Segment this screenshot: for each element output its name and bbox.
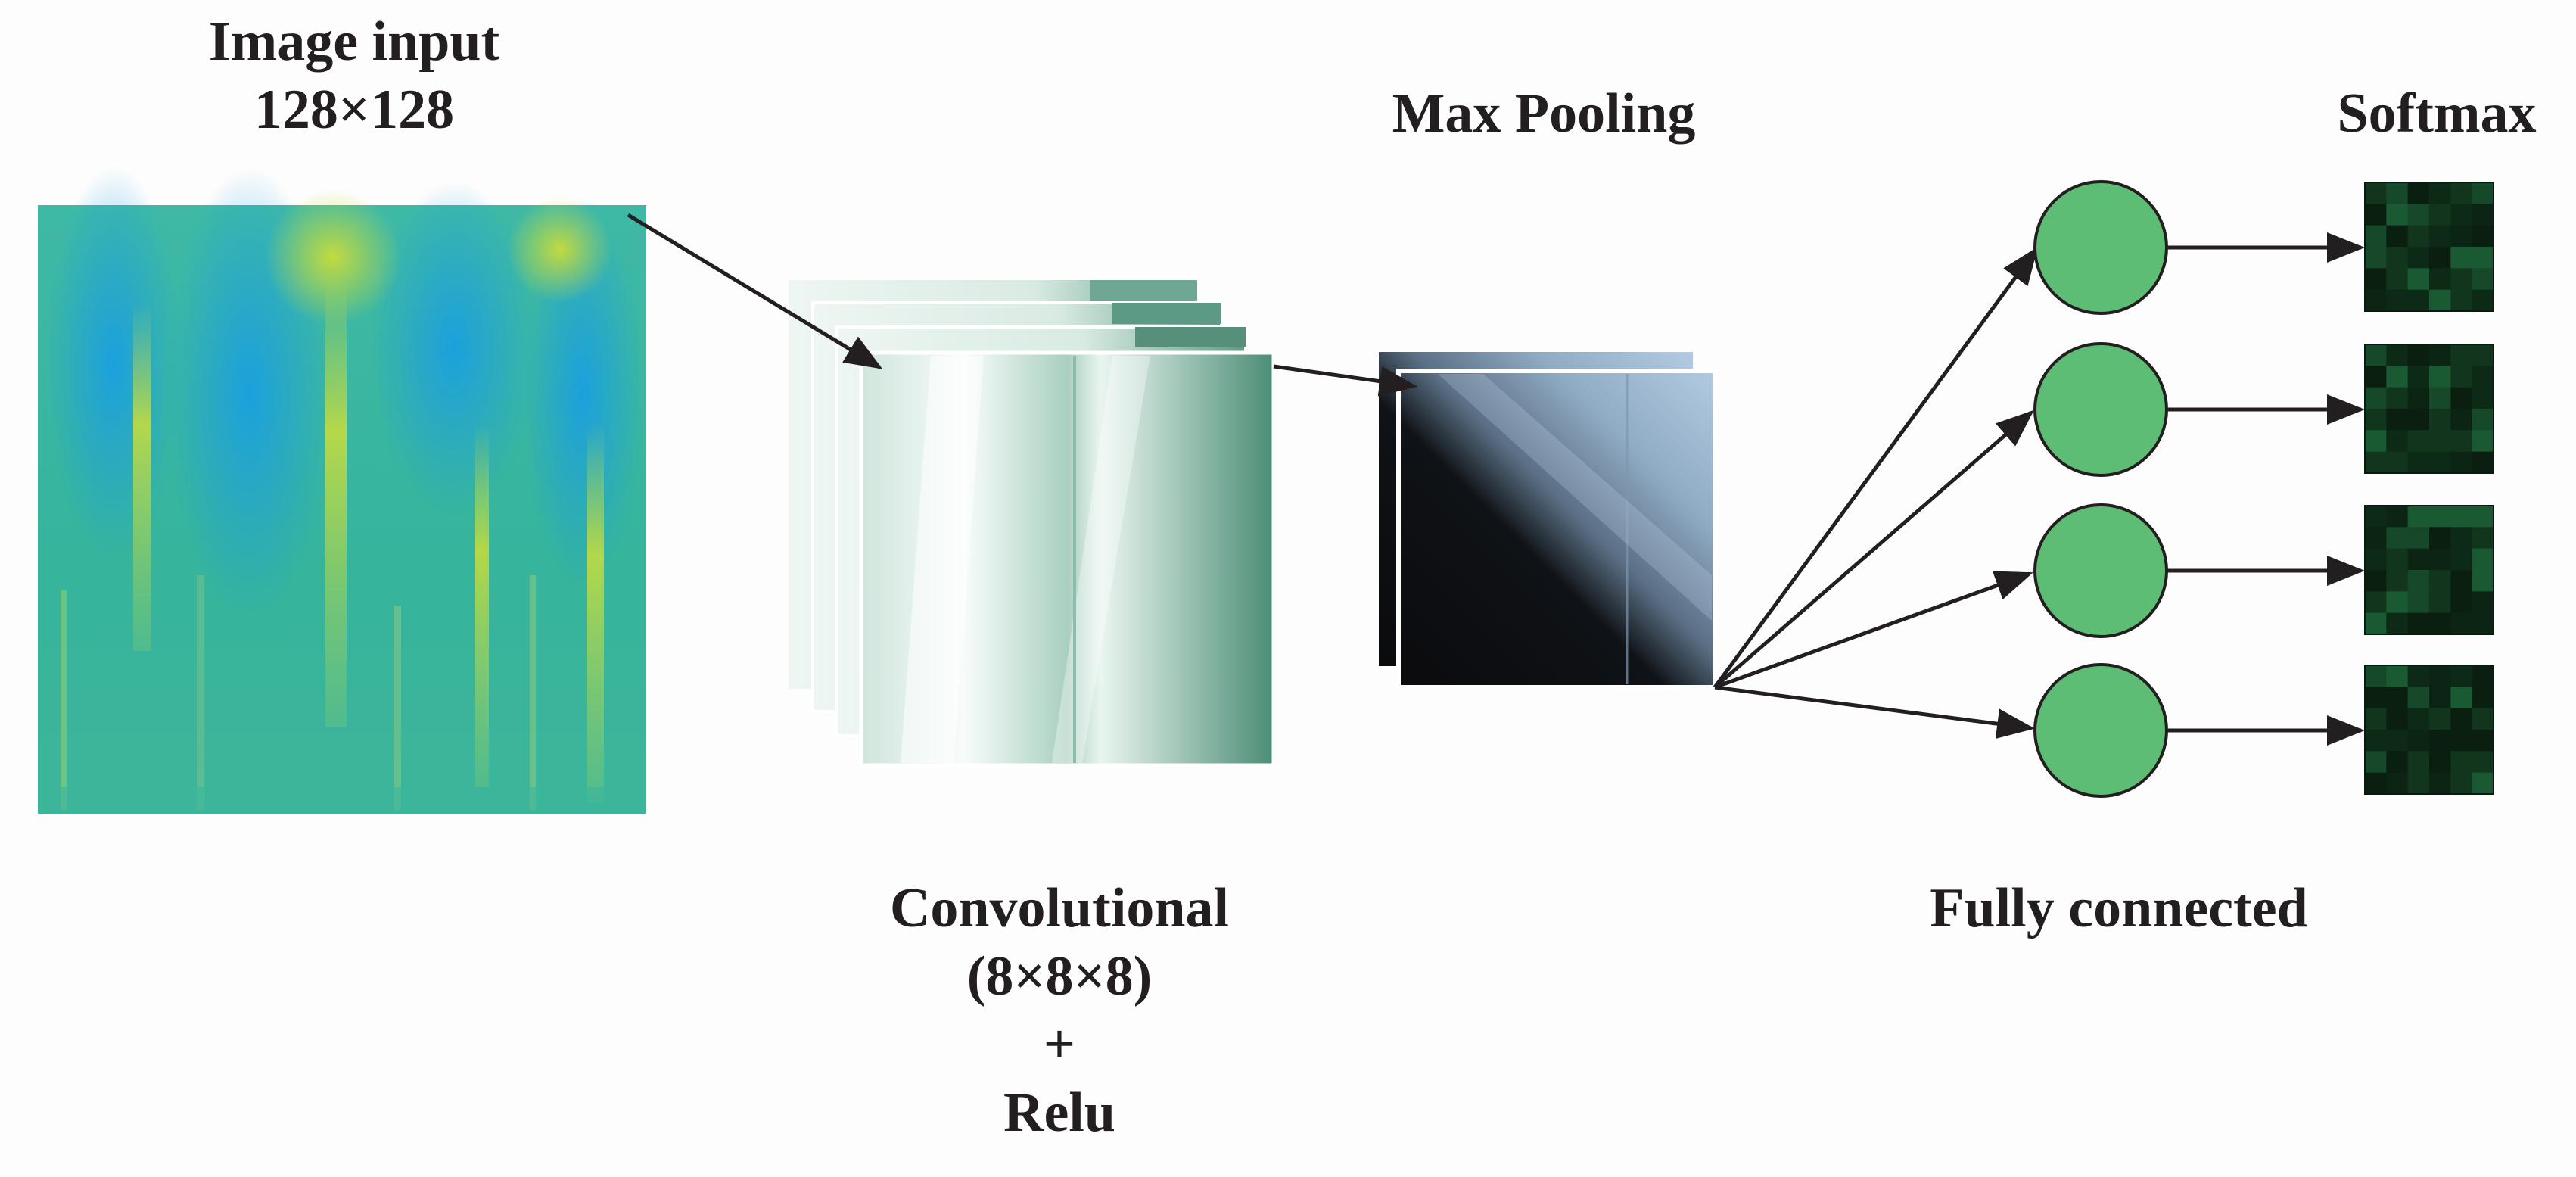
arrow-pool-to-fc-3 [1714,571,2033,690]
conv-label: Convolutional (8×8×8) + Relu [832,874,1286,1147]
conv-label-line-3: + [1043,1014,1076,1076]
softmax-output-1 [2364,182,2494,312]
fc-node-4 [2033,663,2168,798]
input-label-line-2: 128×128 [254,79,455,141]
arrow-pool-to-fc-2 [1713,409,2034,689]
arrow-pool-to-fc-1 [1713,246,2038,689]
softmax-output-3 [2364,505,2494,635]
fc-node-3 [2033,503,2168,638]
softmax-output-2 [2364,344,2494,474]
conv-label-line-4: Relu [1003,1082,1115,1144]
arrow-input-to-conv [627,213,883,369]
fc-node-2 [2033,342,2168,477]
arrow-pool-to-fc-4 [1714,685,2035,740]
input-label-line-1: Image input [208,11,500,73]
fc-label: Fully connected [1930,877,2308,939]
conv-label-line-2: (8×8×8) [966,945,1153,1007]
pool-label: Max Pooling [1392,83,1696,145]
softmax-outputs [2364,182,2494,795]
pool-feature-maps [1379,352,1717,690]
fc-node-1 [2033,180,2168,315]
softmax-label: Softmax [2337,83,2537,145]
connection-arrows [627,213,2365,746]
pool-map-2 [1396,369,1717,690]
input-label: Image input 128×128 [135,8,574,144]
input-image [38,167,646,814]
conv-feature-maps [789,280,1276,768]
softmax-output-4 [2364,665,2494,795]
arrow-conv-to-pool [1273,364,1417,397]
conv-label-line-1: Convolutional [889,877,1230,939]
fully-connected-nodes [2033,180,2168,798]
conv-map-4 [859,350,1276,768]
